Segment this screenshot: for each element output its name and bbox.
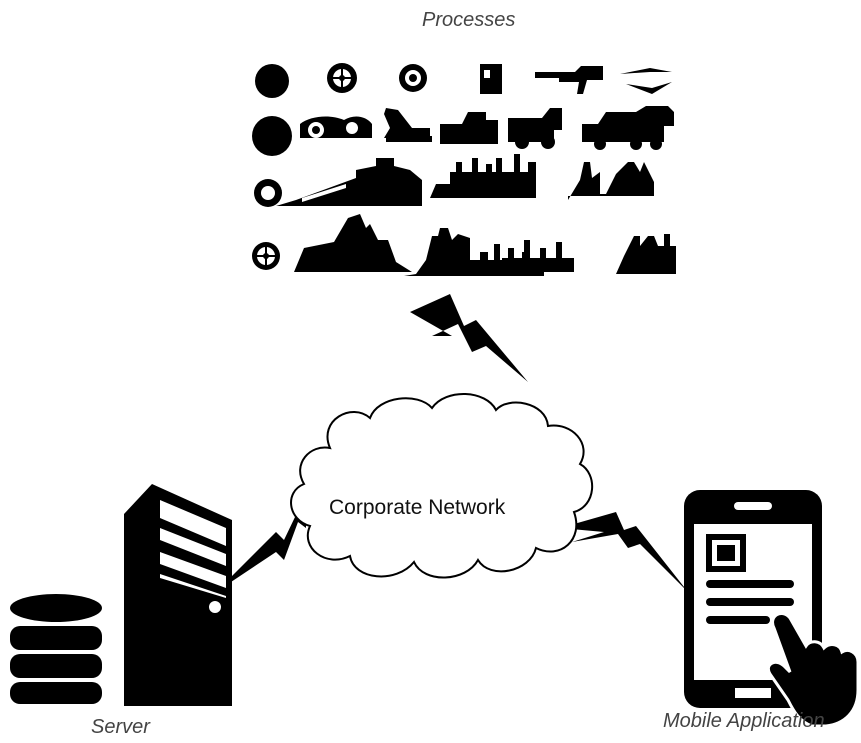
link-network-mobile-icon [560, 512, 688, 592]
saw-blade-icon [255, 64, 289, 98]
link-server-network-icon [216, 494, 306, 592]
gear-icon [399, 64, 427, 92]
gear-wheel-icon [327, 63, 357, 93]
blast-furnace-icon [294, 214, 412, 272]
processes-collage [252, 63, 676, 276]
saw-blade-icon [252, 116, 292, 156]
mobile-application-label: Mobile Application [663, 710, 825, 732]
excavator-icon [384, 108, 432, 142]
dump-truck-icon [508, 108, 562, 149]
conveyor-plant-icon [276, 158, 422, 206]
hand-pointer-icon [767, 612, 860, 728]
drill-icon [535, 66, 603, 94]
gear-wheel-icon [252, 242, 280, 270]
corporate-network-label: Corporate Network [329, 496, 506, 519]
refinery-icon [430, 154, 536, 198]
wrench-icon [620, 68, 672, 94]
barrel-icon [480, 64, 502, 94]
blast-furnace-icon [568, 162, 654, 200]
server-label: Server [91, 716, 150, 738]
refinery-icon [484, 240, 574, 272]
database-icon [4, 592, 110, 706]
mixer-truck-icon [582, 106, 674, 150]
processes-label: Processes [422, 9, 516, 31]
mining-machine-icon [300, 116, 372, 138]
factory-icon [616, 234, 676, 274]
bulldozer-icon [440, 112, 498, 144]
link-processes-network-icon [410, 294, 528, 382]
server-icon [124, 484, 232, 706]
corporate-network-cloud-icon [290, 393, 594, 579]
gear-icon [254, 179, 282, 207]
